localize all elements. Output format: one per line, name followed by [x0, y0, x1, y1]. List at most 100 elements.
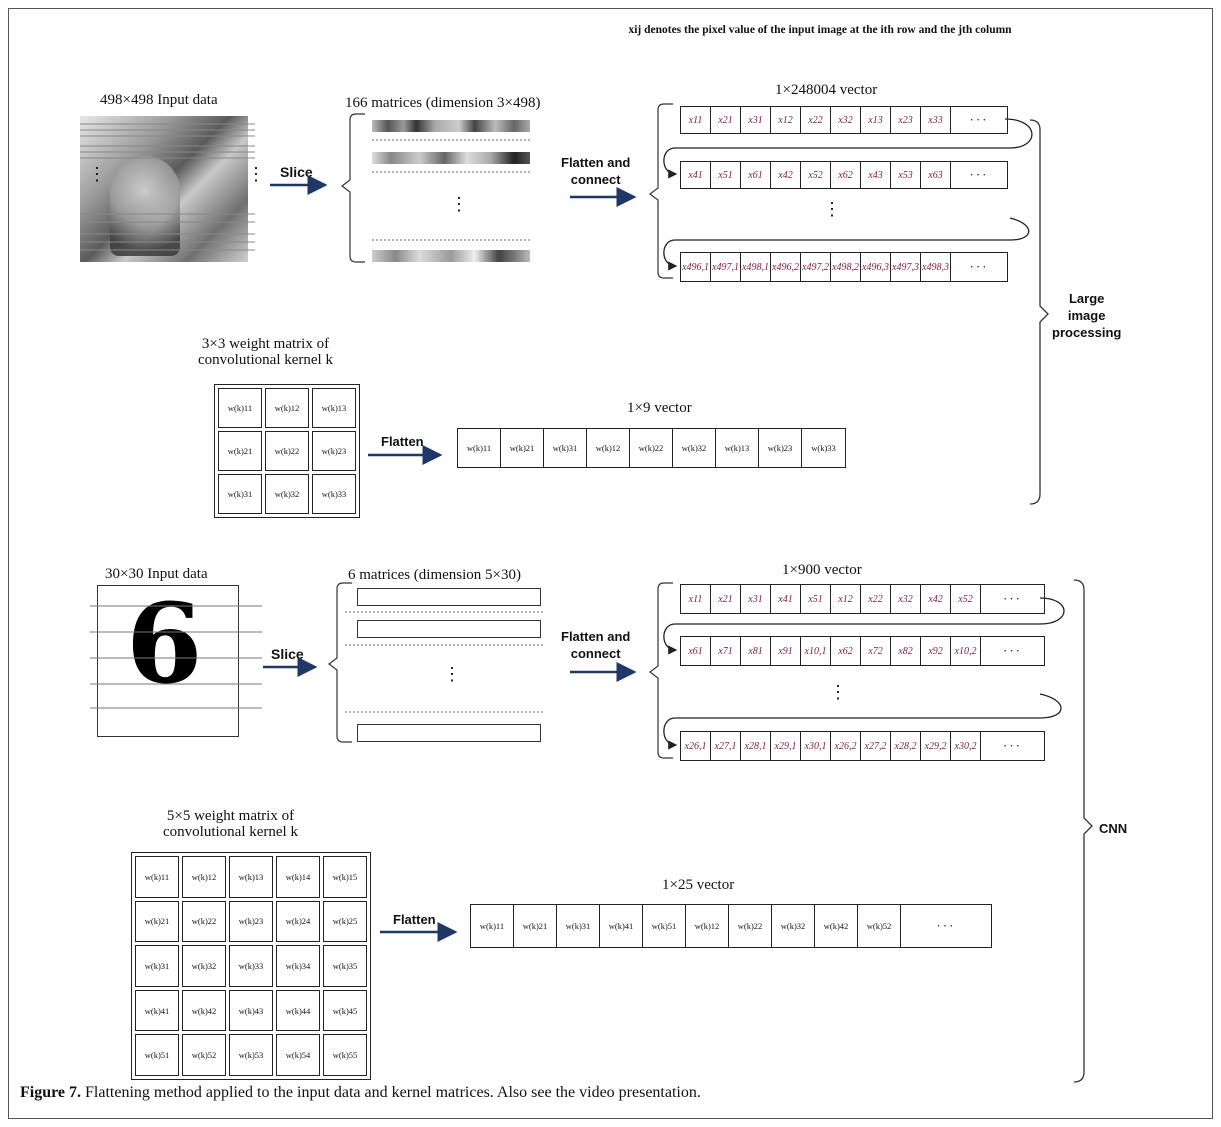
vector-cell: x31 — [741, 107, 771, 133]
figure-caption: Figure 7. Flattening method applied to t… — [20, 1084, 701, 1102]
vector-cell: x22 — [861, 585, 891, 613]
kernel-weight-cell: w(k)31 — [218, 474, 262, 514]
kernel-weight-cell: w(k)52 — [182, 1034, 226, 1076]
kernel-weight-cell: w(k)55 — [323, 1034, 367, 1076]
lena-slice-lines — [80, 123, 255, 251]
vector-cell: x53 — [891, 162, 921, 188]
vector-cell: x496,3 — [861, 253, 891, 281]
vector-cell: x41 — [681, 162, 711, 188]
digit-slice-lines — [90, 605, 262, 709]
vector-cell: x63 — [921, 162, 951, 188]
top-flatten-label: Flatten — [381, 434, 424, 449]
vector-cell: w(k)31 — [557, 905, 600, 947]
vector-cell: x43 — [861, 162, 891, 188]
vector-cell: w(k)11 — [458, 429, 501, 467]
vector-ellipsis-cell: ··· — [936, 918, 956, 933]
figure-number: Figure 7. — [20, 1084, 82, 1101]
slice-strip-last — [372, 250, 530, 262]
slice-strip-1 — [372, 120, 530, 132]
kernel-weight-cell: w(k)21 — [135, 900, 179, 943]
vector-cell: w(k)11 — [471, 905, 514, 947]
vector-ellipsis-cell: ··· — [1003, 643, 1022, 658]
vector-cell: x72 — [861, 637, 891, 665]
vector-cell: x30,2 — [951, 732, 981, 760]
vector-cell: x27,2 — [861, 732, 891, 760]
kernel-weight-cell: w(k)13 — [229, 856, 273, 898]
vector-cell: w(k)21 — [514, 905, 557, 947]
digit-slice-strip-last — [357, 724, 541, 742]
vector-cell: x33 — [921, 107, 951, 133]
kernel-weight-cell: w(k)21 — [218, 431, 262, 471]
vector-cell: x51 — [711, 162, 741, 188]
vector-cell: x31 — [741, 585, 771, 613]
kernel-weight-cell: w(k)32 — [265, 474, 309, 514]
vector-cell: w(k)12 — [686, 905, 729, 947]
kernel-weight-cell: w(k)51 — [135, 1034, 179, 1076]
digit-slice-strip-1 — [357, 588, 541, 606]
kernel-weight-cell: w(k)45 — [323, 989, 367, 1032]
vector-cell: w(k)22 — [729, 905, 772, 947]
vector-cell: x23 — [891, 107, 921, 133]
bottom-matrices-label: 6 matrices (dimension 5×30) — [348, 567, 522, 583]
kernel-weight-cell: w(k)12 — [265, 388, 309, 428]
vector-cell: x10,2 — [951, 637, 981, 665]
kernel-weight-cell: w(k)44 — [276, 989, 320, 1032]
pixel-notation-note: xij denotes the pixel value of the input… — [628, 24, 1012, 36]
lena-input-image — [80, 116, 248, 262]
vector-cell: w(k)51 — [643, 905, 686, 947]
vector-cell: x51 — [801, 585, 831, 613]
kernel-weight-cell: w(k)23 — [229, 900, 273, 943]
bottom-kvec-label: 1×25 vector — [662, 877, 735, 893]
vector-cell: x92 — [921, 637, 951, 665]
vector-cell: x32 — [831, 107, 861, 133]
kernel-weight-cell: w(k)53 — [229, 1034, 273, 1076]
vector-cell: w(k)32 — [772, 905, 815, 947]
vector-cell: w(k)33 — [811, 443, 836, 453]
vector-cell: x497,3 — [891, 253, 921, 281]
kernel-weight-cell: w(k)22 — [182, 900, 226, 943]
vector-cell: x42 — [921, 585, 951, 613]
kernel-weight-cell: w(k)31 — [135, 945, 179, 987]
vector-cell: w(k)23 — [759, 429, 802, 467]
kernel-weight-cell: w(k)14 — [276, 856, 320, 898]
vector-cell: x498,2 — [831, 253, 861, 281]
kernel-weight-cell: w(k)43 — [229, 989, 273, 1032]
vector-cell: x11 — [681, 107, 711, 133]
cnn-label: CNN — [1099, 821, 1128, 836]
vector-cell: x41 — [771, 585, 801, 613]
vector-cell: x61 — [681, 637, 711, 665]
kernel-weight-cell: w(k)13 — [312, 388, 356, 428]
kernel-weight-cell: w(k)32 — [182, 945, 226, 987]
kernel-weight-cell: w(k)15 — [323, 856, 367, 898]
vector-cell: x61 — [741, 162, 771, 188]
kernel-weight-cell: w(k)22 — [265, 431, 309, 471]
vector-cell: x13 — [861, 107, 891, 133]
bottom-input-label: 30×30 Input data — [105, 566, 208, 582]
digit-input-image: 6 — [97, 585, 239, 737]
kernel-weight-cell: w(k)35 — [323, 945, 367, 987]
vector-ellipsis-cell: ··· — [969, 259, 989, 274]
vector-cell: x12 — [771, 107, 801, 133]
vector-cell: w(k)52 — [858, 905, 901, 947]
vector-cell: x497,2 — [801, 253, 831, 281]
vector-cell: x26,2 — [831, 732, 861, 760]
vector-cell: x62 — [831, 162, 861, 188]
handwritten-digit-six: 6 — [126, 579, 203, 708]
vector-cell: x497,1 — [711, 253, 741, 281]
kernel-weight-cell: w(k)33 — [312, 474, 356, 514]
vector-cell: x11 — [681, 585, 711, 613]
vector-cell: x71 — [711, 637, 741, 665]
kernel-weight-cell: w(k)23 — [312, 431, 356, 471]
kernel-weight-cell: w(k)24 — [276, 900, 320, 943]
vector-cell: w(k)12 — [587, 429, 630, 467]
